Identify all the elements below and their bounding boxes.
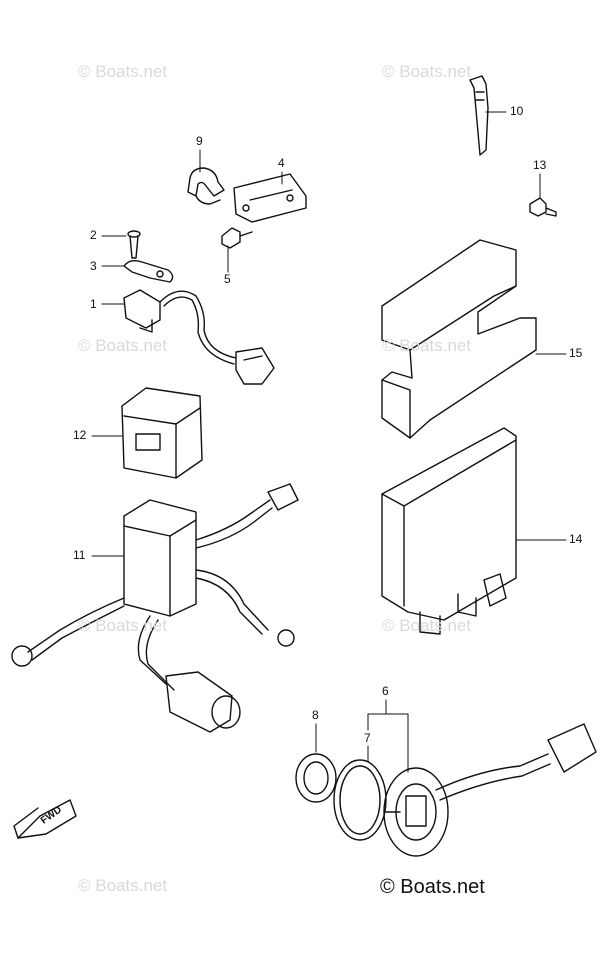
part-5-bolt — [221, 227, 253, 249]
part-2-screw — [127, 230, 141, 259]
part-6-connector — [383, 723, 597, 857]
callout-13: 13 — [533, 158, 547, 172]
part-13-bolt — [529, 197, 557, 217]
callout-3: 3 — [90, 259, 97, 273]
part-9-clamp — [187, 167, 225, 205]
watermark: © Boats.net — [78, 62, 168, 81]
watermark: © Boats.net — [78, 336, 168, 355]
copyright-text: © Boats.net — [380, 876, 485, 898]
part-4-bracket — [233, 173, 307, 223]
callout-2: 2 — [90, 228, 97, 242]
part-11-harness — [11, 483, 299, 733]
part-3-plate — [123, 259, 174, 283]
part-10-cable-tie — [469, 75, 489, 156]
part-7-o-ring — [333, 759, 387, 841]
callout-11: 11 — [73, 548, 86, 562]
callout-15: 15 — [569, 346, 583, 360]
part-14-ecm — [381, 427, 517, 635]
part-8-grommet — [295, 753, 337, 803]
leader-lines — [91, 111, 567, 773]
callout-8: 8 — [312, 708, 319, 722]
callout-7: 7 — [364, 731, 371, 745]
callout-1: 1 — [90, 297, 97, 311]
callout-4: 4 — [278, 156, 285, 170]
callout-14: 14 — [569, 532, 583, 546]
callout-6: 6 — [382, 684, 389, 698]
callout-10: 10 — [510, 104, 524, 118]
callout-5: 5 — [224, 272, 231, 286]
part-1-sensor — [123, 289, 275, 385]
watermark: © Boats.net — [382, 616, 472, 635]
watermark: © Boats.net — [78, 876, 168, 895]
callout-12: 12 — [73, 428, 87, 442]
part-15-bracket — [381, 239, 537, 439]
watermark: © Boats.net — [78, 616, 168, 635]
part-12-cover — [121, 387, 203, 479]
fwd-arrow — [13, 799, 77, 839]
watermark: © Boats.net — [382, 336, 472, 355]
callout-9: 9 — [196, 134, 203, 148]
watermark: © Boats.net — [382, 62, 472, 81]
